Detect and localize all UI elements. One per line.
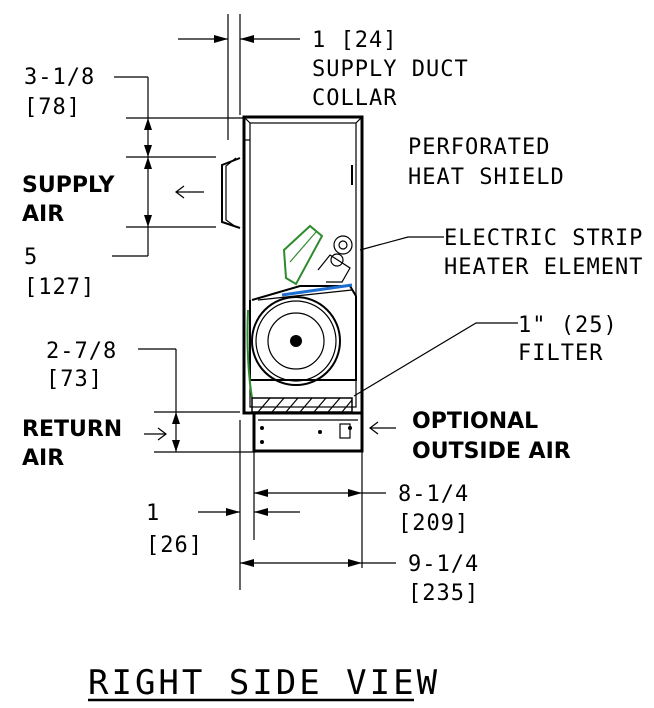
arrow-head xyxy=(240,559,254,567)
heat-shield-label: HEAT SHIELD xyxy=(408,165,565,190)
corner-line xyxy=(243,116,251,124)
heater-element-label: HEATER ELEMENT xyxy=(444,255,643,280)
dim-3-1-8: 3-1/8 xyxy=(24,65,95,90)
fastener xyxy=(260,440,264,444)
perforated-label: PERFORATED xyxy=(408,135,550,160)
dim-1-mm: [26] xyxy=(146,533,203,558)
fastener xyxy=(260,426,264,430)
arrow-head xyxy=(157,427,167,441)
filter-label: FILTER xyxy=(518,341,603,366)
blower-wheel-hub xyxy=(267,312,325,370)
supply-duct-collar-inner xyxy=(225,157,237,228)
arrow-head xyxy=(214,35,228,43)
housing-line xyxy=(257,289,353,301)
electric-strip-label: ELECTRIC STRIP xyxy=(444,226,643,251)
return-air-label: RETURN xyxy=(22,417,122,442)
outside-air-label: OUTSIDE AIR xyxy=(412,439,571,464)
dim-1: 1 xyxy=(146,501,160,526)
arrow-head xyxy=(348,489,362,497)
arrow-head xyxy=(240,35,254,43)
arrow-head xyxy=(144,145,152,157)
filter-blue-strip xyxy=(281,283,353,297)
return-air-label-2: AIR xyxy=(22,446,64,471)
dim-8-1-4-mm: [209] xyxy=(398,511,469,536)
control-box xyxy=(339,423,351,439)
arrow-head xyxy=(144,157,152,169)
arrow-head xyxy=(369,421,379,435)
dim-2-7-8-mm: [73] xyxy=(46,367,103,392)
drawing-title: RIGHT SIDE VIEW xyxy=(88,663,440,703)
heater-coil-small xyxy=(330,253,344,267)
arrow-head xyxy=(254,508,268,516)
heater-coil xyxy=(333,235,353,255)
dim-2-7-8: 2-7/8 xyxy=(46,339,117,364)
dim-5-mm: [127] xyxy=(24,275,95,300)
return-air-section xyxy=(252,411,364,453)
cabinet-inner xyxy=(249,122,357,408)
filter-hatch xyxy=(257,397,353,413)
blower-motor-shaft xyxy=(290,335,302,347)
heater-coil-center xyxy=(338,240,348,250)
heater-leader xyxy=(359,236,444,251)
supply-duct-collar xyxy=(221,157,241,229)
filter-size-label: 1" (25) xyxy=(518,313,618,338)
optional-label: OPTIONAL xyxy=(412,409,538,434)
supply-collar-dim-label: 1 [24] xyxy=(312,28,397,53)
electric-heater-element xyxy=(282,224,324,286)
heater-detail xyxy=(289,231,317,263)
filter-leader xyxy=(353,322,518,397)
supply-air-label: SUPPLY xyxy=(22,173,116,198)
arrow-head xyxy=(254,489,268,497)
dim-9-1-4: 9-1/4 xyxy=(408,552,479,577)
heater-bracket xyxy=(317,254,351,283)
dim-9-1-4-mm: [235] xyxy=(408,581,479,606)
arrow-head xyxy=(172,412,180,424)
arrow-head xyxy=(172,440,180,452)
arrow-head xyxy=(348,559,362,567)
blower-wheel-ring xyxy=(255,300,337,382)
corner-line xyxy=(355,116,363,124)
supply-air-label-2: AIR xyxy=(22,202,64,227)
arrow-head xyxy=(175,185,185,199)
dim-5: 5 xyxy=(24,245,38,270)
fastener xyxy=(318,430,322,434)
supply-duct-collar-label: COLLAR xyxy=(312,86,397,111)
arrow-head xyxy=(144,118,152,130)
arrow-head xyxy=(226,508,240,516)
blower-wheel-outer xyxy=(251,296,341,386)
dim-8-1-4: 8-1/4 xyxy=(398,482,469,507)
arrow-head xyxy=(144,215,152,227)
supply-duct-label: SUPPLY DUCT xyxy=(312,57,469,82)
green-seal xyxy=(246,309,253,399)
dim-3-1-8-mm: [78] xyxy=(24,95,81,120)
